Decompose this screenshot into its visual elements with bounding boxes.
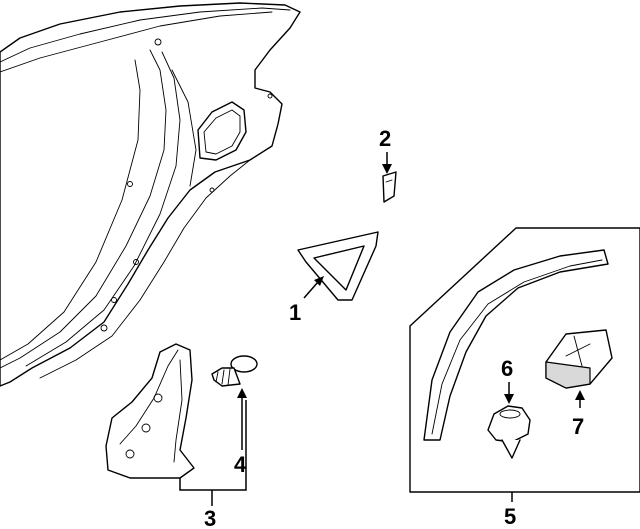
callout-1: 1: [289, 300, 301, 325]
callout-3: 3: [204, 506, 216, 529]
part-2-molding-clip: [382, 171, 397, 203]
callout-6: 6: [501, 356, 513, 381]
part-5-inset-box: [409, 227, 640, 502]
leader-1: [303, 276, 324, 299]
callout-7: 7: [572, 414, 584, 439]
callout-4: 4: [234, 452, 247, 477]
quarter-panel: [0, 2, 301, 387]
callout-2: 2: [379, 126, 391, 151]
leader-3: [179, 400, 247, 506]
part-4-screw: [211, 355, 258, 387]
leader-2: [382, 152, 392, 174]
wheel-arch-molding: [423, 249, 609, 441]
leader-4: [237, 388, 247, 450]
part-6-push-clip: [487, 382, 531, 459]
part-3-mud-flap: [105, 343, 195, 479]
callout-5: 5: [504, 504, 516, 529]
part-7-pad: [545, 329, 613, 408]
part-1-triangle-molding: [297, 231, 379, 301]
